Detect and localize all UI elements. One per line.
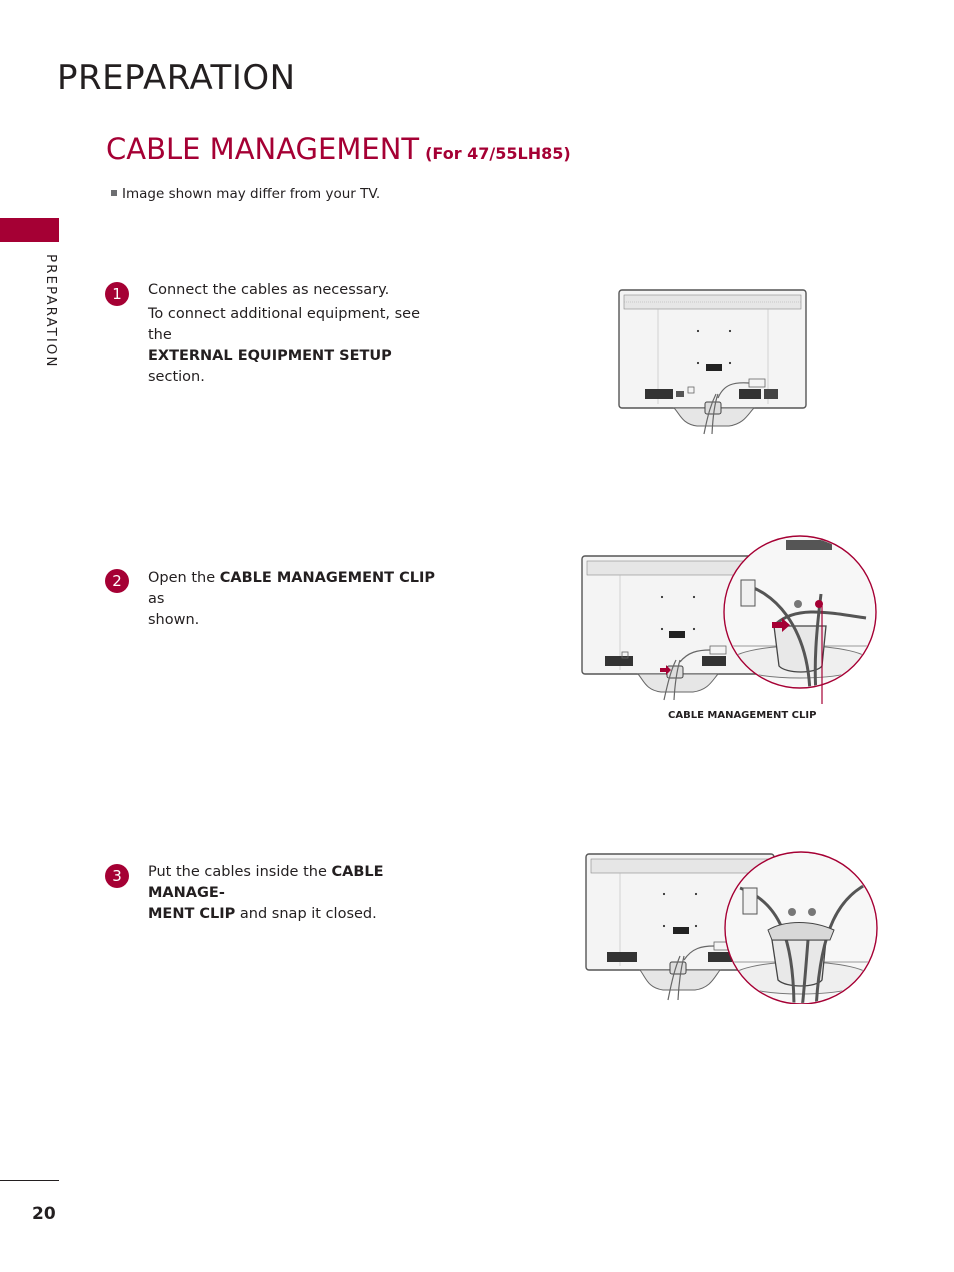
tv-rear-figure-3 <box>585 851 878 1004</box>
step-3-text: Put the cables inside the CABLE MANAGE- … <box>148 862 458 925</box>
step-2-badge: 2 <box>105 569 129 593</box>
tv-rear-figure-2 <box>581 535 877 704</box>
step-3-line-1: Put the cables inside the CABLE MANAGE- <box>148 862 458 904</box>
section-title-main: CABLE MANAGEMENT <box>106 132 420 166</box>
step-2-before: Open the <box>148 570 220 586</box>
cable-management-clip-callout: CABLE MANAGEMENT CLIP <box>668 710 817 721</box>
step-1-line-1: Connect the cables as necessary. <box>148 282 390 298</box>
image-note-text: Image shown may differ from your TV. <box>122 186 381 202</box>
tv-rear-figure-1 <box>618 289 807 435</box>
step-1-text: Connect the cables as necessary. To conn… <box>148 280 448 388</box>
step-3-line-2: MENT CLIP and snap it closed. <box>148 904 458 925</box>
side-tab-marker <box>0 218 59 242</box>
footer-rule <box>0 1180 59 1181</box>
step-2-bold: CABLE MANAGEMENT CLIP <box>219 570 435 586</box>
side-label: PREPARATION <box>43 254 59 369</box>
step-2-line-2: shown. <box>148 612 200 628</box>
step-3-bold-2: MENT CLIP <box>148 906 236 922</box>
step-1-bold: EXTERNAL EQUIPMENT SETUP <box>148 348 392 364</box>
step-2-line-1: Open the CABLE MANAGEMENT CLIP as <box>148 568 448 610</box>
section-title: CABLE MANAGEMENT (For 47/55LH85) <box>106 132 571 166</box>
page-heading: PREPARATION <box>57 58 296 98</box>
section-title-model: (For 47/55LH85) <box>425 144 571 163</box>
step-1-line-2: To connect additional equipment, see the <box>148 306 420 343</box>
step-3-before: Put the cables inside the <box>148 864 332 880</box>
bullet-square-icon <box>111 190 117 196</box>
step-2-text: Open the CABLE MANAGEMENT CLIP as shown. <box>148 568 448 631</box>
step-1-line-3: EXTERNAL EQUIPMENT SETUP section. <box>148 346 448 388</box>
step-3-badge: 3 <box>105 864 129 888</box>
step-2-after: as <box>148 591 165 607</box>
step-1-after: section. <box>148 369 205 385</box>
step-3-after: and snap it closed. <box>235 906 377 922</box>
step-3-bold-1: CABLE MANAGE- <box>148 864 384 901</box>
step-1-badge: 1 <box>105 282 129 306</box>
image-note: Image shown may differ from your TV. <box>111 186 380 202</box>
page-number: 20 <box>32 1204 56 1224</box>
